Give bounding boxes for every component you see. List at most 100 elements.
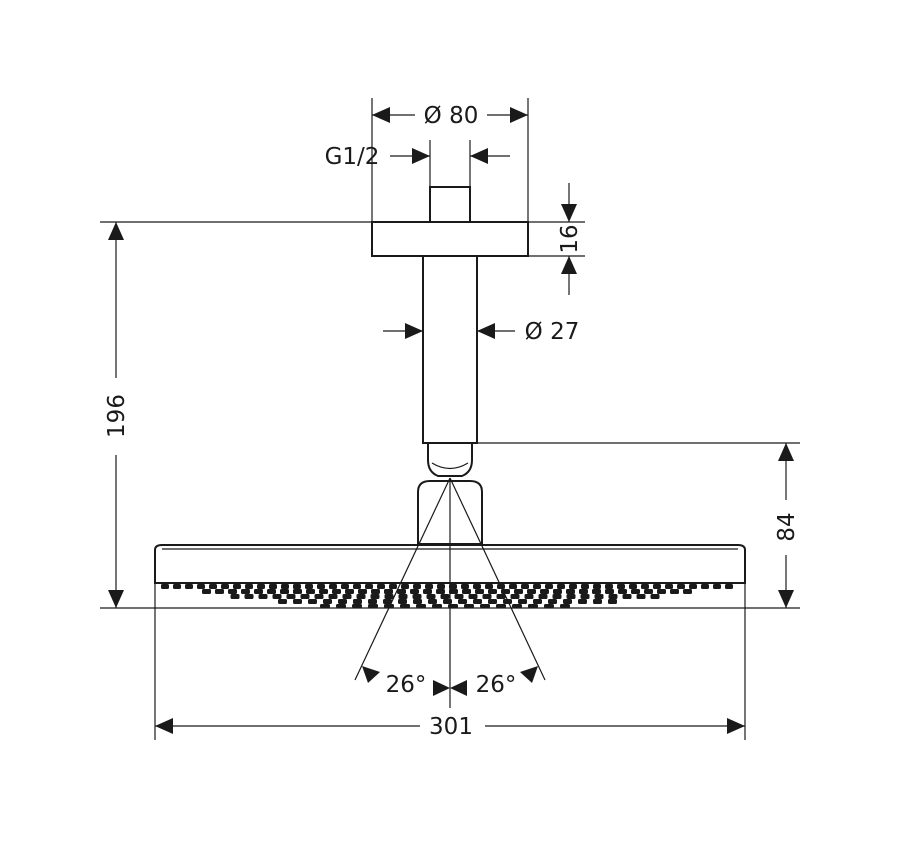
nozzle: [462, 589, 471, 594]
nozzle: [557, 584, 565, 589]
nozzle: [701, 584, 709, 589]
nozzle: [524, 594, 534, 599]
nozzle: [521, 584, 529, 589]
nozzle: [713, 584, 721, 589]
nozzle: [278, 599, 287, 604]
nozzle: [657, 589, 666, 594]
nozzle: [618, 589, 627, 594]
swivel-joint: [427, 442, 473, 477]
nozzle: [426, 594, 436, 599]
nozzle: [197, 584, 205, 589]
nozzle: [510, 594, 520, 599]
ceiling-arm: [422, 255, 478, 444]
thread-nipple: [429, 186, 471, 223]
nozzle: [605, 589, 614, 594]
nozzle: [725, 584, 733, 589]
nozzle: [230, 594, 240, 599]
nozzle: [356, 594, 366, 599]
nozzle: [496, 594, 506, 599]
nozzle: [488, 599, 497, 604]
nozzle: [365, 584, 373, 589]
nozzle: [569, 584, 577, 589]
nozzle: [185, 584, 193, 589]
nozzle: [677, 584, 685, 589]
nozzle: [401, 584, 409, 589]
nozzle: [528, 604, 538, 608]
nozzle: [605, 584, 613, 589]
nozzle: [545, 584, 553, 589]
label-flange-height: 16: [557, 224, 583, 253]
nozzle: [485, 584, 493, 589]
label-total-height: 196: [104, 394, 130, 438]
nozzle: [320, 604, 330, 608]
nozzle: [370, 594, 380, 599]
nozzle: [594, 594, 604, 599]
nozzle: [353, 599, 362, 604]
nozzle: [480, 604, 490, 608]
label-arm-diameter: Ø 27: [525, 319, 580, 345]
nozzle: [512, 604, 522, 608]
nozzle: [413, 599, 422, 604]
nozzle: [305, 584, 313, 589]
nozzle: [548, 599, 557, 604]
nozzle: [592, 589, 601, 594]
label-thread: G1/2: [325, 144, 380, 170]
nozzle: [670, 589, 679, 594]
nozzle: [644, 589, 653, 594]
label-flange-diameter: Ø 80: [424, 103, 479, 129]
nozzle: [566, 589, 575, 594]
nozzle: [449, 589, 458, 594]
nozzle: [215, 589, 224, 594]
nozzle: [384, 594, 394, 599]
nozzle: [449, 584, 457, 589]
nozzle: [593, 584, 601, 589]
nozzle: [398, 599, 407, 604]
nozzle: [308, 599, 317, 604]
nozzle: [514, 589, 523, 594]
nozzle: [428, 599, 437, 604]
nozzle: [641, 584, 649, 589]
nozzle: [328, 594, 338, 599]
nozzle: [342, 594, 352, 599]
nozzle: [368, 599, 377, 604]
nozzle: [209, 584, 217, 589]
nozzle: [540, 589, 549, 594]
nozzle: [665, 584, 673, 589]
nozzle: [423, 589, 432, 594]
nozzle: [412, 594, 422, 599]
nozzle: [221, 584, 229, 589]
label-spray-angle-left: 26°: [386, 672, 427, 698]
nozzle: [683, 589, 692, 594]
nozzle: [323, 599, 332, 604]
label-head-width: 301: [429, 714, 473, 740]
nozzle: [461, 584, 469, 589]
label-spray-angle-right: 26°: [476, 672, 517, 698]
nozzle: [544, 604, 554, 608]
nozzle: [617, 584, 625, 589]
nozzle: [269, 584, 277, 589]
nozzle: [244, 594, 254, 599]
nozzle: [473, 584, 481, 589]
nozzle: [560, 604, 570, 608]
nozzle: [533, 584, 541, 589]
nozzle: [293, 599, 302, 604]
nozzle: [280, 589, 289, 594]
nozzle: [653, 584, 661, 589]
nozzle: [368, 604, 378, 608]
nozzle: [608, 594, 618, 599]
nozzle: [233, 584, 241, 589]
nozzle: [258, 594, 268, 599]
nozzle: [300, 594, 310, 599]
nozzle: [341, 584, 349, 589]
nozzle: [384, 604, 394, 608]
nozzle: [329, 584, 337, 589]
nozzle: [371, 589, 380, 594]
nozzle: [436, 589, 445, 594]
dimension-lines: [100, 98, 800, 740]
nozzle: [398, 594, 408, 599]
arrowheads: [108, 107, 794, 734]
nozzle: [416, 604, 426, 608]
nozzle: [173, 584, 181, 589]
nozzle: [509, 584, 517, 589]
nozzle: [400, 604, 410, 608]
